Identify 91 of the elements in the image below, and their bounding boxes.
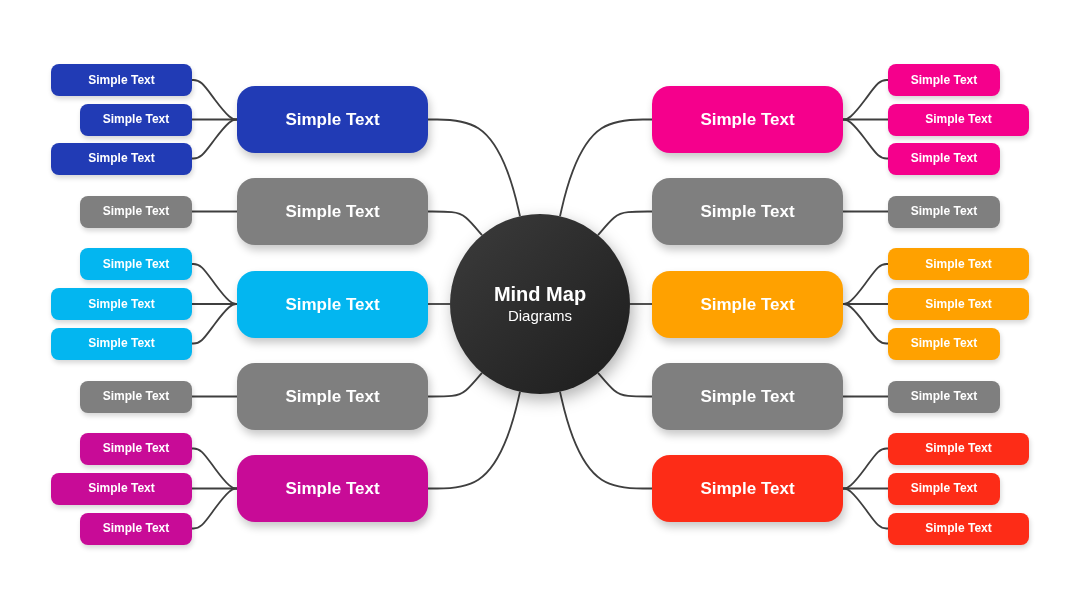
subtopic-box bbox=[888, 195, 1000, 228]
subtopic-label: Simple Text bbox=[925, 112, 992, 127]
connector-line bbox=[842, 395, 889, 398]
subtopic-label: Simple Text bbox=[88, 296, 155, 312]
connector-line bbox=[191, 487, 238, 530]
connector-line bbox=[191, 118, 238, 160]
connector-line bbox=[191, 79, 238, 121]
connector-line bbox=[191, 210, 238, 213]
subtopic-label: Simple Text bbox=[925, 441, 992, 456]
subtopic-label: Simple Text bbox=[910, 72, 978, 88]
topic-label: Simple Text bbox=[285, 201, 380, 222]
subtopic-box bbox=[80, 103, 192, 136]
topic-box bbox=[237, 86, 428, 153]
connector-line bbox=[559, 390, 653, 490]
subtopic-box bbox=[888, 512, 1029, 545]
subtopic-label: Simple Text bbox=[910, 389, 978, 404]
subtopic-label: Simple Text bbox=[910, 151, 978, 166]
connector-line bbox=[191, 395, 238, 398]
connector-line bbox=[427, 303, 451, 305]
subtopic-label: Simple Text bbox=[910, 204, 978, 219]
connector-line bbox=[191, 303, 238, 345]
subtopic-box bbox=[888, 472, 1000, 505]
topic-box bbox=[237, 270, 428, 338]
connector-line bbox=[842, 118, 889, 160]
subtopic-box bbox=[80, 432, 192, 465]
subtopic-box bbox=[80, 380, 192, 413]
subtopic-box bbox=[888, 248, 1029, 280]
subtopic-box bbox=[888, 288, 1029, 320]
subtopic-label: Simple Text bbox=[925, 256, 992, 272]
subtopic-label: Simple Text bbox=[88, 72, 155, 88]
subtopic-label: Simple Text bbox=[102, 389, 170, 404]
topic-label: Simple Text bbox=[700, 478, 795, 499]
connector-line bbox=[842, 447, 889, 490]
topic-label: Simple Text bbox=[285, 109, 380, 130]
topic-label: Simple Text bbox=[285, 293, 380, 315]
connector-line bbox=[427, 390, 521, 490]
subtopic-label: Simple Text bbox=[925, 296, 992, 312]
connector-line bbox=[842, 79, 889, 121]
topic-box bbox=[652, 363, 843, 430]
connector-line bbox=[427, 118, 521, 218]
subtopic-label: Simple Text bbox=[925, 521, 992, 536]
topic-label: Simple Text bbox=[285, 386, 380, 407]
central-title: Mind Map bbox=[493, 283, 587, 306]
center-circle bbox=[450, 214, 630, 394]
topic-label: Simple Text bbox=[700, 293, 795, 315]
subtopic-box bbox=[80, 512, 192, 545]
subtopic-label: Simple Text bbox=[88, 481, 155, 496]
subtopic-label: Simple Text bbox=[88, 151, 155, 166]
subtopic-box bbox=[888, 64, 1000, 96]
subtopic-box bbox=[51, 288, 192, 320]
subtopic-box bbox=[888, 103, 1029, 136]
subtopic-box bbox=[51, 472, 192, 505]
topic-label: Simple Text bbox=[700, 386, 795, 407]
connector-line bbox=[842, 303, 889, 345]
subtopic-box bbox=[51, 64, 192, 96]
connector-line bbox=[842, 487, 889, 530]
connector-line bbox=[597, 210, 653, 237]
subtopic-label: Simple Text bbox=[102, 521, 170, 536]
subtopic-box bbox=[888, 432, 1029, 465]
subtopic-label: Simple Text bbox=[102, 441, 170, 456]
topic-box bbox=[652, 178, 843, 245]
topic-box bbox=[652, 270, 843, 338]
subtopic-label: Simple Text bbox=[102, 256, 170, 272]
topic-label: Simple Text bbox=[285, 478, 380, 499]
subtopic-box bbox=[888, 142, 1000, 175]
subtopic-box bbox=[888, 327, 1000, 360]
subtopic-label: Simple Text bbox=[88, 336, 155, 351]
topic-box bbox=[652, 86, 843, 153]
topic-box bbox=[237, 455, 428, 522]
topic-label: Simple Text bbox=[700, 201, 795, 222]
connector-line bbox=[597, 371, 653, 398]
subtopic-label: Simple Text bbox=[910, 481, 978, 496]
connector-line bbox=[427, 210, 483, 237]
connector-line bbox=[559, 118, 653, 218]
subtopic-label: Simple Text bbox=[102, 204, 170, 219]
connector-line bbox=[191, 447, 238, 490]
subtopic-box bbox=[888, 380, 1000, 413]
connector-line bbox=[427, 371, 483, 398]
topic-box bbox=[237, 363, 428, 430]
topic-box bbox=[237, 178, 428, 245]
subtopic-box bbox=[80, 195, 192, 228]
subtopic-box bbox=[80, 248, 192, 280]
topic-label: Simple Text bbox=[700, 109, 795, 130]
connector-line bbox=[842, 210, 889, 213]
subtopic-box bbox=[51, 327, 192, 360]
connector-line bbox=[629, 303, 653, 305]
central-subtitle: Diagrams bbox=[507, 306, 573, 325]
subtopic-label: Simple Text bbox=[102, 112, 170, 127]
subtopic-label: Simple Text bbox=[910, 336, 978, 351]
subtopic-box bbox=[51, 142, 192, 175]
topic-box bbox=[652, 455, 843, 522]
